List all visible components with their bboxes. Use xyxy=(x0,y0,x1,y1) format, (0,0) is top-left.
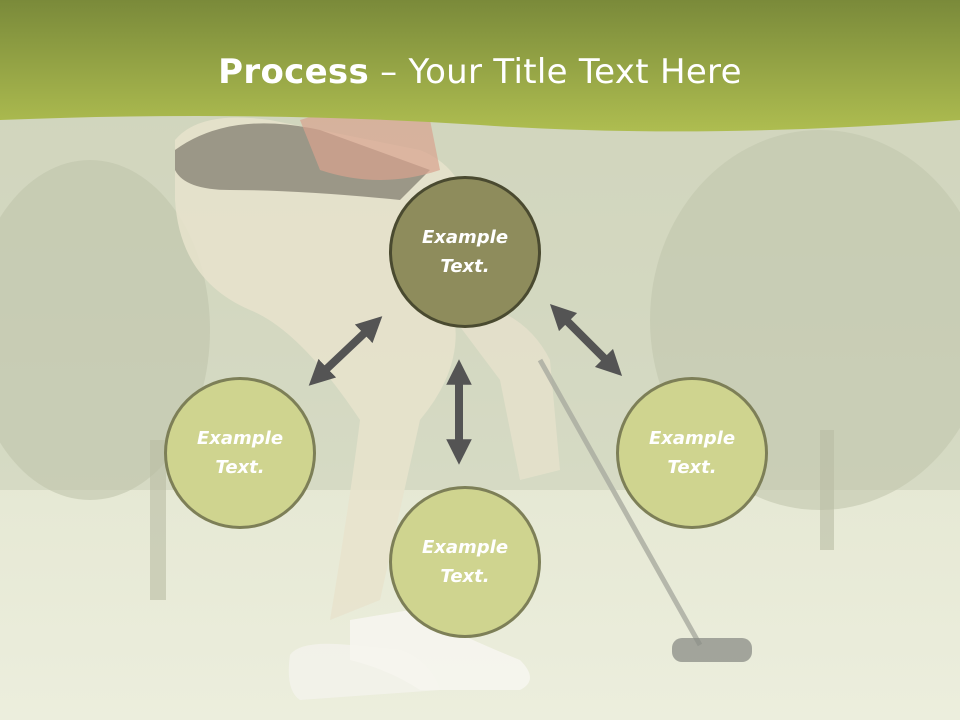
node-left-line2: Text. xyxy=(215,457,265,478)
node-right-line2: Text. xyxy=(667,457,717,478)
node-top: Example Text. xyxy=(389,176,541,328)
node-bottom: Example Text. xyxy=(389,486,541,638)
node-left-line1: Example xyxy=(196,428,284,449)
title-rest: – Your Title Text Here xyxy=(369,52,742,92)
node-right-line1: Example xyxy=(648,428,736,449)
node-top-line2: Text. xyxy=(440,256,490,277)
node-left: Example Text. xyxy=(164,377,316,529)
node-bottom-line1: Example xyxy=(421,537,509,558)
slide-title: Process – Your Title Text Here xyxy=(0,52,960,92)
node-right: Example Text. xyxy=(616,377,768,529)
node-bottom-line2: Text. xyxy=(440,566,490,587)
title-bold: Process xyxy=(218,52,370,92)
node-top-line1: Example xyxy=(421,227,509,248)
